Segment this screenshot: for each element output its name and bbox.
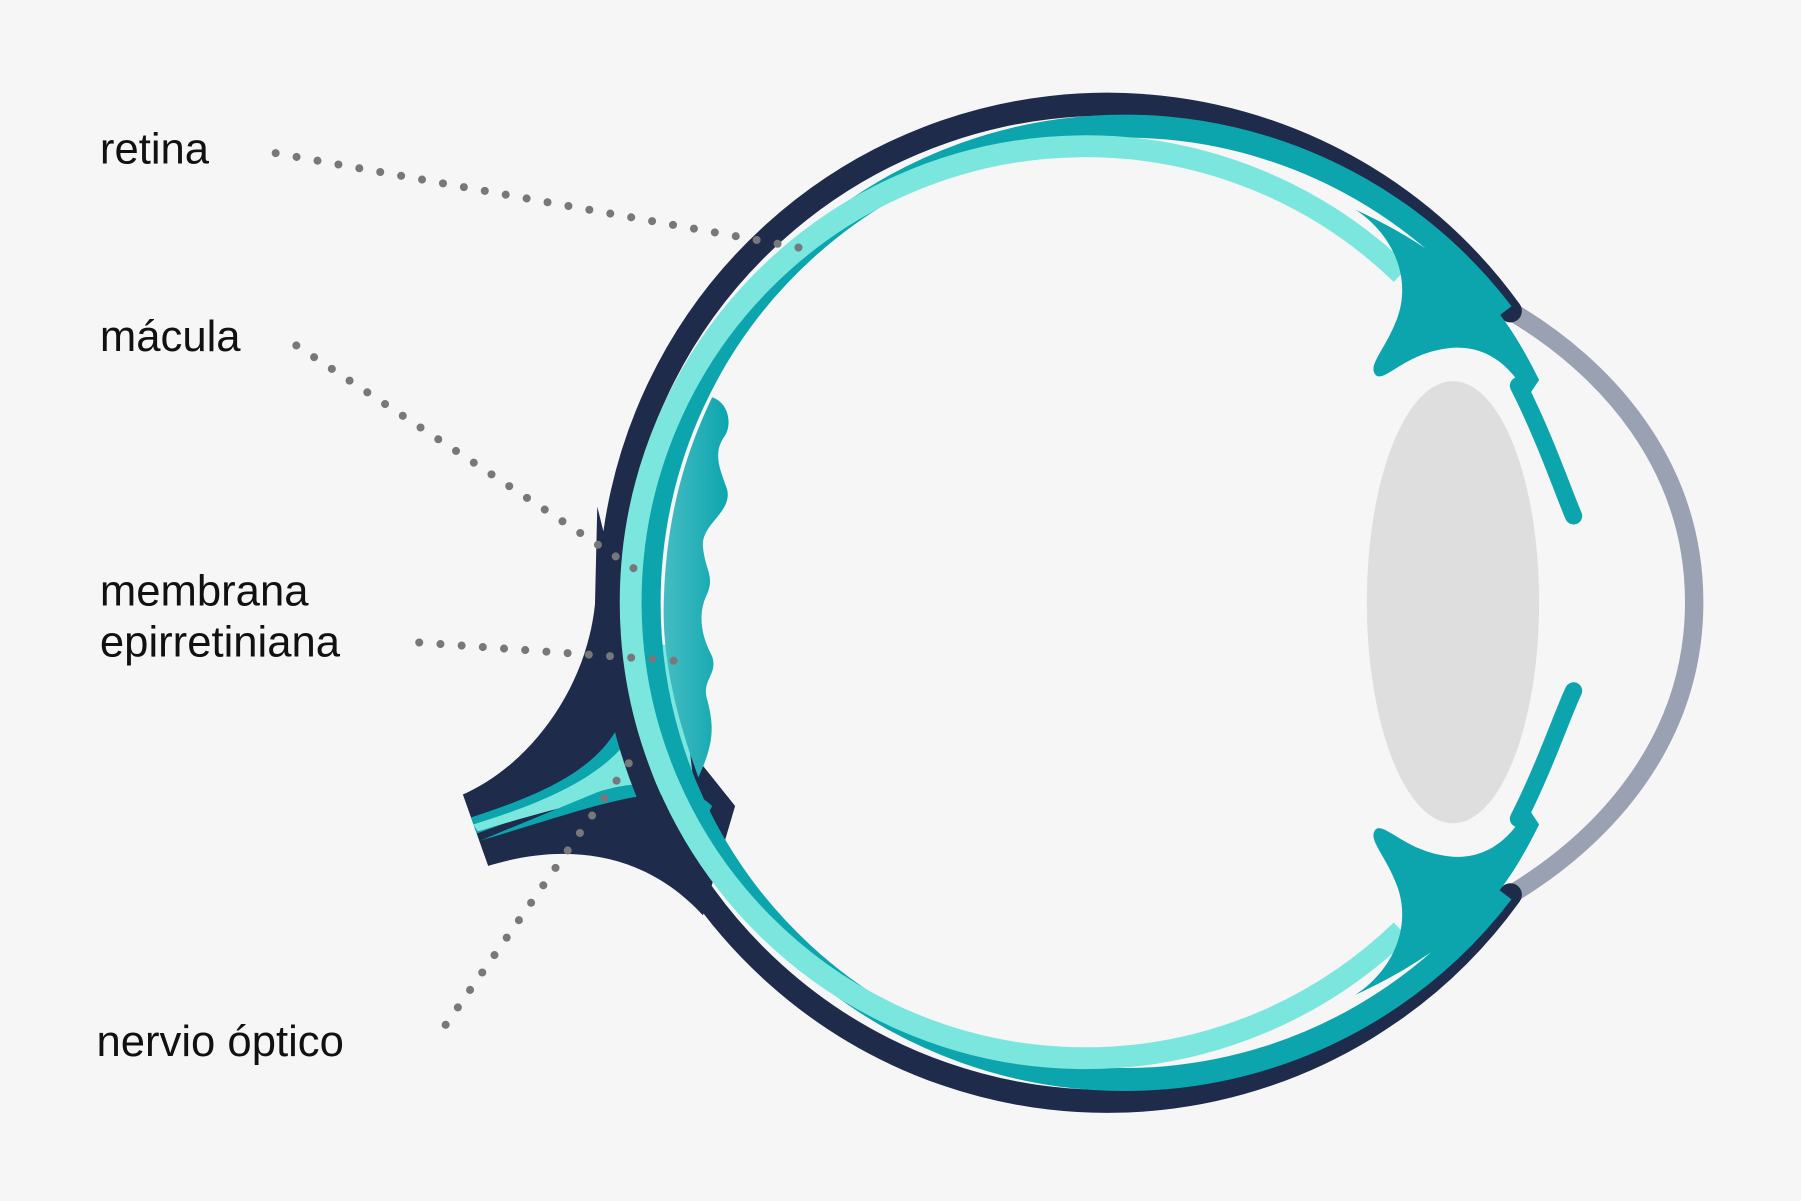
choroid bbox=[637, 114, 1512, 1092]
label-membrane-line2: epirretiniana bbox=[100, 617, 341, 666]
retina-layer bbox=[619, 135, 1409, 1070]
label-optic-nerve: nervio óptico bbox=[96, 1017, 343, 1066]
label-membrane-line1: membrana bbox=[100, 567, 309, 616]
macula-leader bbox=[292, 341, 655, 584]
retina-leader bbox=[271, 149, 822, 256]
iris-lower bbox=[1509, 682, 1583, 828]
lens bbox=[1366, 381, 1540, 824]
iris-upper bbox=[1509, 377, 1583, 525]
sclera bbox=[598, 92, 1522, 1113]
label-macula: mácula bbox=[100, 312, 241, 361]
membrane-leader bbox=[415, 638, 698, 667]
label-retina: retina bbox=[100, 124, 210, 173]
epiretinal-membrane bbox=[663, 397, 729, 778]
ciliary-body bbox=[1355, 209, 1540, 995]
cornea bbox=[1505, 302, 1704, 903]
